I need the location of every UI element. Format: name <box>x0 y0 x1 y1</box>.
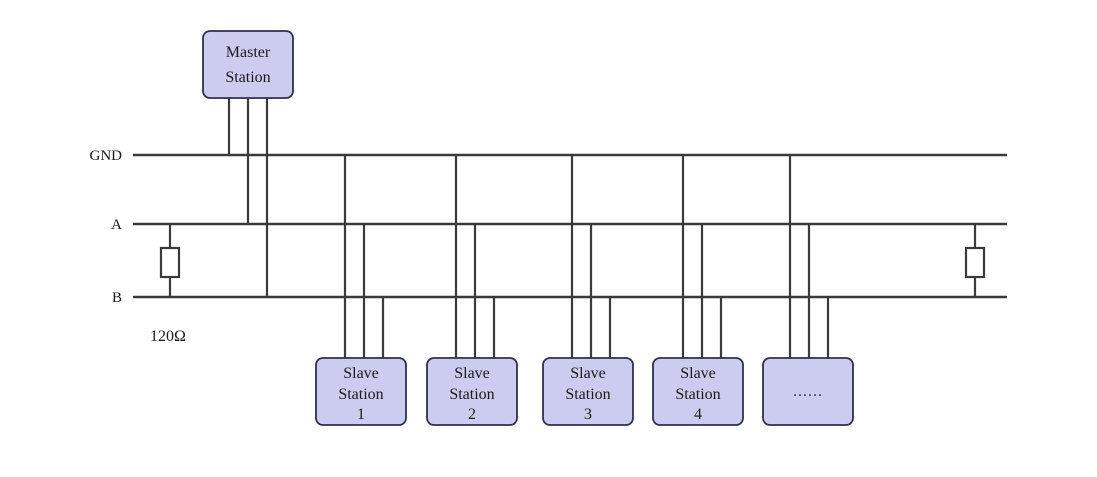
slave-station-3-box-text-line-1: Slave <box>570 365 606 382</box>
slave-station-3-box-text-line-3: 3 <box>584 406 592 423</box>
slave-station-1-box-text-line-2: Station <box>338 386 383 403</box>
bus-label-a: A <box>111 217 122 233</box>
master-station-box-text-line-2: Station <box>225 69 270 86</box>
termination-resistor-right-body <box>964 246 986 279</box>
slave-station-4-box-text-line-1: Slave <box>680 365 716 382</box>
station-boxes-group: MasterStationSlaveStation1SlaveStation2S… <box>202 30 854 426</box>
bus-label-b: B <box>112 290 122 306</box>
master-station-box-text-line-1: Master <box>226 44 271 61</box>
drop-wires-group <box>227 98 830 358</box>
slave-station-2-box-text-line-3: 2 <box>468 406 476 423</box>
slave-station-1-box-text-line-3: 1 <box>357 406 365 423</box>
termination-resistor-left-body <box>159 246 181 279</box>
bus-lines-group: GND A B <box>90 148 1007 306</box>
termination-resistor-left: 120Ω <box>150 224 186 345</box>
slave-station-more-box[interactable]: ...... <box>762 357 854 426</box>
slave-station-4-box-rect[interactable] <box>652 357 744 426</box>
slave-station-2-box-text-line-1: Slave <box>454 365 490 382</box>
slave-station-4-box-text-line-2: Station <box>675 386 720 403</box>
slave-station-3-box-rect[interactable] <box>542 357 634 426</box>
slave-station-more-box-text-line-1: ...... <box>793 383 823 400</box>
termination-resistor-left-label: 120Ω <box>150 328 186 345</box>
bus-label-gnd: GND <box>90 148 123 164</box>
slave-station-4-box-text-line-3: 4 <box>694 406 702 423</box>
slave-station-3-box-text-line-2: Station <box>565 386 610 403</box>
termination-resistors-group: 120Ω <box>150 224 986 345</box>
master-station-box-rect[interactable] <box>202 30 294 99</box>
slave-station-2-box-text-line-2: Station <box>449 386 494 403</box>
termination-resistor-right <box>964 224 986 297</box>
slave-station-1-box-rect[interactable] <box>315 357 407 426</box>
slave-station-more-box-rect[interactable] <box>762 357 854 426</box>
slave-station-2-box-rect[interactable] <box>426 357 518 426</box>
slave-station-1-box-text-line-1: Slave <box>343 365 379 382</box>
